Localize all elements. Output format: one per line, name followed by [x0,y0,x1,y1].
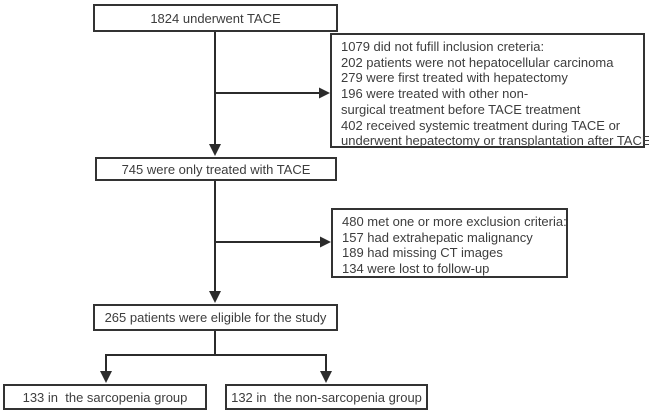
arrow-top-to-tace-only [209,31,221,156]
box-eligible: 265 patients were eligible for the study [93,304,338,331]
exclusion-line: 189 had missing CT images [342,245,503,261]
exclusion-line: 480 met one or more exclusion criteria: [342,214,567,229]
inclusion-line: underwent hepatectomy or transplantation… [341,133,649,149]
inclusion-line: 279 were first treated with hepatectomy [341,70,568,86]
box-exclusion-criteria: 480 met one or more exclusion criteria: … [331,208,568,278]
box-eligible-label: 265 patients were eligible for the study [104,310,327,325]
inclusion-line: surgical treatment before TACE treatment [341,101,581,117]
arrow-split-to-groups [100,331,332,383]
inclusion-line: 202 patients were not hepatocellular car… [341,54,614,70]
inclusion-line: 196 were treated with other non- [341,86,529,102]
box-non-sarcopenia-group-label: 132 in the non-sarcopenia group [231,389,422,405]
inclusion-line: 1079 did not fufill inclusion creteria: [341,39,545,54]
arrow-tace-only-to-eligible [209,181,221,303]
inclusion-line: 402 received systemic treatment during T… [341,117,621,133]
box-tace-only: 745 were only treated with TACE [95,157,337,181]
exclusion-line: 134 were lost to follow-up [342,260,490,276]
box-underwent-tace: 1824 underwent TACE [93,4,338,32]
box-sarcopenia-group: 133 in the sarcopenia group [3,384,207,410]
box-sarcopenia-group-label: 133 in the sarcopenia group [22,389,188,405]
arrow-branch-to-exclusion [215,236,331,248]
arrow-branch-to-inclusion [215,87,330,99]
box-inclusion-criteria: 1079 did not fufill inclusion creteria: … [330,33,649,149]
exclusion-line: 157 had extrahepatic malignancy [342,229,533,245]
box-tace-only-label: 745 were only treated with TACE [121,161,311,177]
box-underwent-tace-label: 1824 underwent TACE [150,10,281,26]
box-non-sarcopenia-group: 132 in the non-sarcopenia group [225,384,428,410]
